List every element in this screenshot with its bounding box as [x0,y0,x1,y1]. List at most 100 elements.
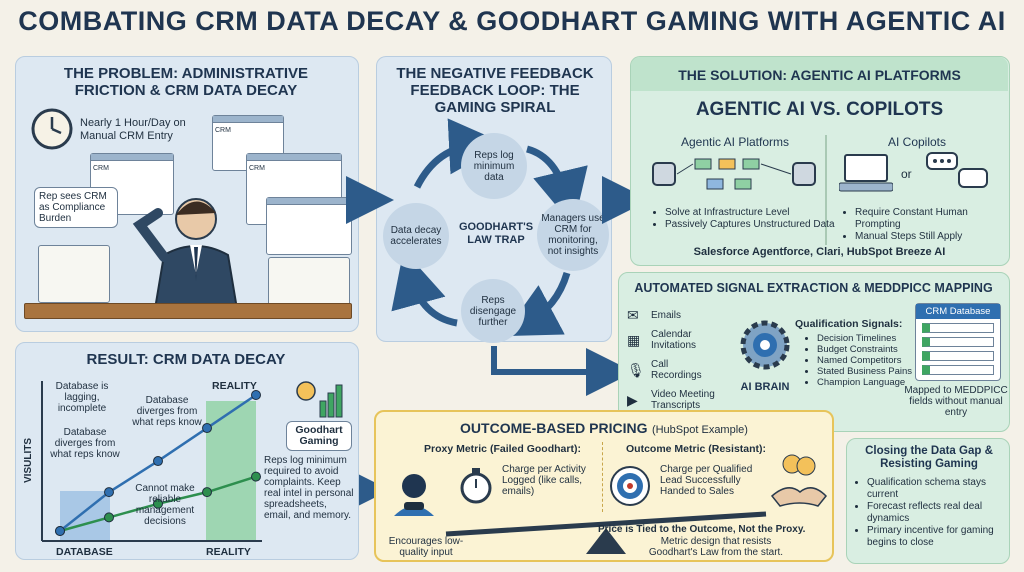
coin-bar-chart-icon [296,381,343,418]
proxy-heading: Proxy Metric (Failed Goodhart): [424,443,581,455]
loop-node: Data decay accelerates [383,203,449,269]
or-label: or [901,167,912,181]
compliance-bubble: Rep sees CRM as Compliance Burden [34,187,118,228]
bullet: Forecast reflects real deal dynamics [867,501,1017,525]
pricing-title-suffix: (HubSpot Example) [651,424,748,436]
series-point [104,487,114,498]
extraction-title: AUTOMATED SIGNAL EXTRACTION & MEDDPICC M… [634,281,993,295]
page-title: COMBATING CRM DATA DECAY & GOODHART GAMI… [18,6,1006,36]
signal-item: Budget Constraints [817,344,937,355]
pricing-panel: OUTCOME-BASED PRICING (HubSpot Example) … [374,410,834,562]
paper-stack [268,257,350,309]
result-panel: RESULT: CRM DATA DECAY VISULITS DATABASE… [15,342,359,560]
bullet: Solve at Infrastructure Level [665,207,835,219]
coins-handshake-icon [770,454,828,507]
crm-window [266,197,352,255]
paper-stack [38,245,110,303]
signals-list: Decision Timelines Budget Constraints Na… [805,333,937,388]
bullet: Require Constant Human Prompting [855,207,1015,231]
gamer-icon [394,474,434,516]
solution-title: THE SOLUTION: AGENTIC AI PLATFORMS [678,67,961,83]
laptop-icon [839,154,893,192]
source-item: ✉Emails [627,306,682,323]
source-item: ▶Video Meeting Transcripts [627,389,715,411]
divider [602,442,604,512]
chart-note: Database is lagging, incomplete [55,381,109,414]
encourages-note: Encourages low-quality input [388,536,464,558]
bullet: Manual Steps Still Apply [855,231,1015,243]
video-icon: ▶ [627,391,638,408]
loop-panel: THE NEGATIVE FEEDBACK FEEDBACK LOOP: THE… [376,56,612,343]
closing-bullets: Qualification schema stays current Forec… [855,477,1017,549]
y-axis-label: VISULITS [23,437,35,484]
bullet: Primary incentive for gaming begins to c… [867,525,1017,549]
outcome-heading: Outcome Metric (Resistant): [626,443,767,455]
series-point [251,471,261,482]
agentic-bullets: Solve at Infrastructure Level Passively … [653,207,835,231]
loop-node: Managers use CRM for monitoring, not ins… [537,199,609,271]
crm-database-card: CRM Database [915,303,1001,381]
reality-top-label: REALITY [212,380,257,392]
series-point [55,526,65,536]
chart-note: Database diverges from what reps know [132,395,202,428]
calendar-icon: ▦ [627,331,641,348]
series-point [153,498,163,509]
series-point [153,456,163,467]
loop-node: Reps disengage further [461,279,525,343]
copilot-bullets: Require Constant Human Prompting Manual … [843,207,1015,243]
db-row [922,365,994,375]
reality-area [206,401,256,541]
pricing-title: OUTCOME-BASED PRICING [460,420,648,436]
solution-panel: THE SOLUTION: AGENTIC AI PLATFORMS AGENT… [630,56,1010,266]
extraction-panel: AUTOMATED SIGNAL EXTRACTION & MEDDPICC M… [618,272,1010,432]
problem-title: THE PROBLEM: ADMINISTRATIVE FRICTION & C… [63,65,309,99]
source-item: 🎙Call Recordings [627,359,702,381]
design-statement: Metric design that resists Goodhart's La… [648,536,784,558]
signal-item: Decision Timelines [817,333,937,344]
series-point [202,487,212,498]
closing-panel: Closing the Data Gap & Resisting Gaming … [846,438,1010,564]
loop-center-label: GOODHART'S LAW TRAP [458,221,534,246]
stressed-rep-illustration [132,198,240,316]
x-axis-left-label: DATABASE [56,546,113,558]
stopwatch-icon [460,468,492,504]
problem-panel: THE PROBLEM: ADMINISTRATIVE FRICTION & C… [15,56,359,332]
vendor-list: Salesforce Agentforce, Clari, HubSpot Br… [693,246,946,258]
proxy-description: Charge per Activity Logged (like calls, … [502,464,586,497]
db-row [922,323,994,333]
loop-node: Reps log minimum data [461,133,527,199]
gaming-description: Reps log minimum required to avoid compl… [264,455,354,521]
ai-brain-gear-icon [740,320,790,370]
target-icon [610,466,650,506]
series-point [104,512,114,523]
divider [825,135,827,245]
bullet: Passively Captures Unstructured Data [665,219,835,231]
pricing-title-row: OUTCOME-BASED PRICING (HubSpot Example) [376,420,832,438]
source-item: ▦Calendar Invitations [627,329,697,351]
decay-chart [41,381,262,542]
microphone-icon: 🎙 [627,361,645,378]
solution-header-band [631,57,1008,91]
copilot-heading: AI Copilots [887,135,947,149]
closing-title: Closing the Data Gap & Resisting Gaming [865,445,993,470]
crm-database-title: CRM Database [916,304,1000,319]
signal-item: Champion Language [817,377,937,388]
solution-subtitle: AGENTIC AI VS. COPILOTS [695,99,944,120]
agentic-heading: Agentic AI Platforms [680,135,790,149]
series-point [251,390,261,400]
chat-bubble-icon [926,152,988,188]
db-row [922,337,994,347]
signals-heading: Qualification Signals: [795,318,903,330]
bullet: Qualification schema stays current [867,477,1017,501]
desk [24,303,352,319]
chart-note: Cannot make reliable management decision… [135,483,195,527]
loop-title: THE NEGATIVE FEEDBACK FEEDBACK LOOP: THE… [396,65,594,116]
balance-scale [445,511,767,554]
outcome-description: Charge per Qualified Lead Successfully H… [660,464,753,497]
source-list: ✉Emails ▦Calendar Invitations 🎙Call Reco… [627,305,727,415]
email-icon: ✉ [627,306,639,323]
tied-statement: Price is Tied to the Outcome, Not the Pr… [598,524,806,535]
time-stat: Nearly 1 Hour/Day on Manual CRM Entry [80,117,186,142]
x-axis-right-label: REALITY [206,546,251,558]
signal-item: Named Competitors [817,355,937,366]
